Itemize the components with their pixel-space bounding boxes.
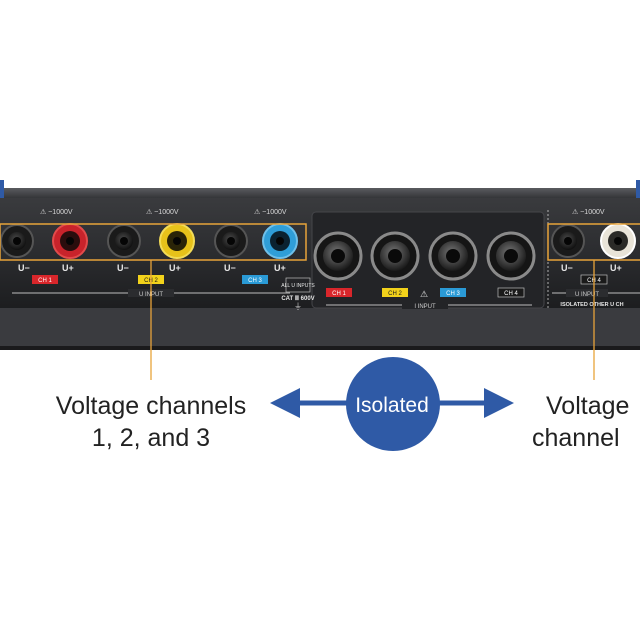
jack-ch2-positive[interactable] [159, 223, 195, 259]
jack-label: U− [224, 263, 236, 273]
i-channel-tag-ch4: CH 4 [504, 291, 518, 297]
i-channel-tag-ch2: CH 2 [388, 291, 402, 297]
i-channel-tag-ch3: CH 3 [446, 291, 460, 297]
callout-left-line1: Voltage channels [56, 392, 246, 420]
jack-label: U+ [169, 263, 181, 273]
section-label-u-input-ch4: U INPUT [575, 292, 599, 298]
jack-ch2-negative[interactable] [107, 224, 141, 258]
jack-label: U+ [274, 263, 286, 273]
channel-tag-ch3: CH 3 [248, 278, 262, 284]
jack-label: U− [18, 263, 30, 273]
highlight-box-ch4 [547, 223, 640, 261]
bnc-ch4[interactable] [486, 231, 536, 281]
highlight-box-ch1-3 [0, 223, 307, 261]
isolated-badge [346, 357, 440, 451]
cat-note: CAT Ⅲ 600V [281, 295, 314, 302]
isolated-badge-label: Isolated [355, 394, 429, 417]
ground-icon: ⏚ [294, 302, 302, 311]
jack-ch3-positive[interactable] [262, 223, 298, 259]
bnc-ch2[interactable] [370, 231, 420, 281]
voltage-input-group-4: ⚠ ~1000V U− U+ CH 4 U INPUT ISOLATED OTH… [547, 208, 640, 308]
callout-right-line2: channel [532, 424, 620, 452]
callout-left-line2: 1, 2, and 3 [92, 424, 210, 452]
rating-label-ch2: ⚠ ~1000V [146, 208, 179, 216]
bnc-ch3[interactable] [428, 231, 478, 281]
channel-tag-ch1: CH 1 [38, 278, 52, 284]
all-inputs-note: ALL U INPUTS [281, 283, 315, 289]
callout-right-line1: Voltage [546, 392, 629, 420]
rating-label-ch4: ⚠ ~1000V [572, 208, 605, 216]
i-channel-tag-ch1: CH 1 [332, 291, 346, 297]
jack-label: U− [117, 263, 129, 273]
channel-tag-ch1-bg [32, 275, 58, 284]
isolated-note: ISOLATED OTHER U CH [560, 302, 623, 308]
section-label-i-input: I INPUT [414, 304, 436, 310]
jack-ch1-negative[interactable] [0, 224, 34, 258]
jack-ch4-positive[interactable] [600, 223, 636, 259]
jack-label: U− [561, 263, 573, 273]
jack-ch4-negative[interactable] [551, 224, 585, 258]
bnc-ch1[interactable] [313, 231, 363, 281]
warning-icon: ⚠ [420, 290, 428, 300]
jack-ch1-positive[interactable] [52, 223, 88, 259]
jack-label: U+ [610, 263, 622, 273]
current-input-group: CH 1 CH 2 ⚠ CH 3 CH 4 I INPUT [313, 231, 536, 310]
jack-label: U+ [62, 263, 74, 273]
voltage-input-group-1-3: ⚠ ~1000V ⚠ ~1000V ⚠ ~1000V [0, 208, 315, 311]
rating-label-ch1: ⚠ ~1000V [40, 208, 73, 216]
rating-label-ch3: ⚠ ~1000V [254, 208, 287, 216]
channel-tag-ch3-bg [242, 275, 268, 284]
jack-ch3-negative[interactable] [214, 224, 248, 258]
